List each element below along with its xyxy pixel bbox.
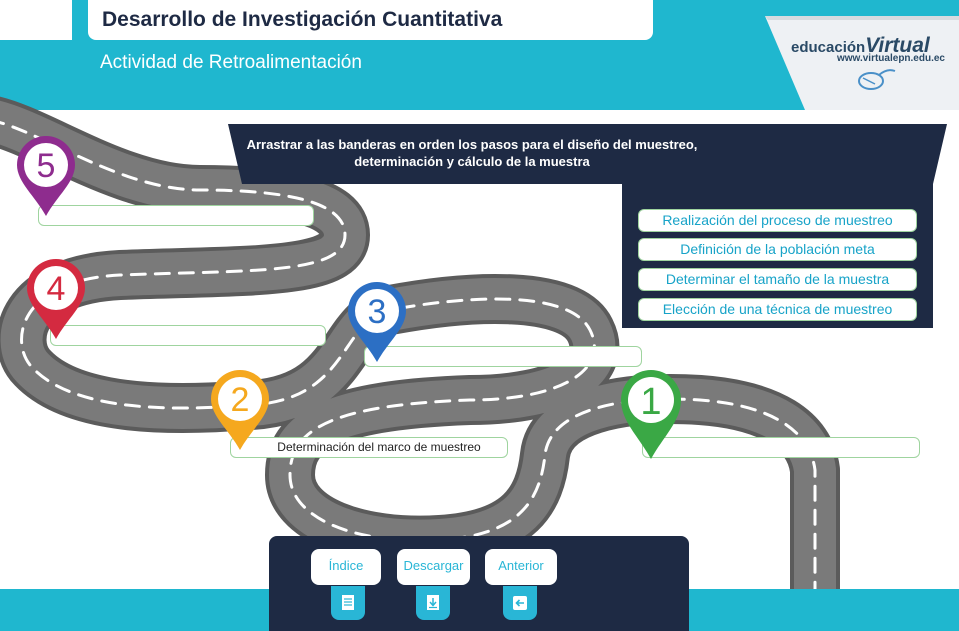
option-realizacion[interactable]: Realización del proceso de muestreo xyxy=(638,209,917,232)
logo-url: www.virtualepn.edu.ec xyxy=(837,53,945,64)
drop-slot-5[interactable] xyxy=(38,205,314,226)
page-title: Desarrollo de Investigación Cuantitativa xyxy=(102,8,503,31)
flag-pin-2: 2 xyxy=(211,370,269,450)
flag-pin-1: 1 xyxy=(621,370,681,459)
instruction-line-1: Arrastrar a las banderas en orden los pa… xyxy=(246,137,698,152)
download-icon[interactable] xyxy=(416,586,450,620)
previous-button[interactable]: Anterior xyxy=(485,549,557,585)
instruction-line-2: determinación y cálculo de la muestra xyxy=(354,154,590,169)
page-subtitle: Actividad de Retroalimentación xyxy=(100,52,362,73)
drop-slot-3[interactable] xyxy=(364,346,642,367)
document-icon[interactable] xyxy=(331,586,365,620)
flag-3-number: 3 xyxy=(368,293,387,331)
download-button[interactable]: Descargar xyxy=(397,549,470,585)
option-tamano[interactable]: Determinar el tamaño de la muestra xyxy=(638,268,917,291)
option-definicion[interactable]: Definición de la población meta xyxy=(638,238,917,261)
flag-1-number: 1 xyxy=(640,381,661,423)
instruction-text: Arrastrar a las banderas en orden los pa… xyxy=(228,136,716,170)
flag-pin-3: 3 xyxy=(348,282,406,362)
slot-2-text: Determinación del marco de muestreo xyxy=(277,440,481,454)
logo-prefix: educación xyxy=(791,39,866,56)
drop-slot-1[interactable] xyxy=(642,437,920,458)
flag-5-number: 5 xyxy=(37,147,56,185)
logo-background xyxy=(765,16,959,110)
flag-pin-4: 4 xyxy=(27,259,85,339)
logo: educaciónVirtual www.virtualepn.edu.ec xyxy=(765,16,959,110)
flag-4-number: 4 xyxy=(47,270,66,308)
logo-suffix: Virtual xyxy=(865,34,930,57)
back-arrow-icon[interactable] xyxy=(503,586,537,620)
logo-wordmark: educaciónVirtual xyxy=(791,34,930,58)
drop-slot-2[interactable]: Determinación del marco de muestreo xyxy=(230,437,508,458)
title-box xyxy=(88,0,653,40)
mouse-icon xyxy=(858,69,896,90)
option-eleccion[interactable]: Elección de una técnica de muestreo xyxy=(638,298,917,321)
flag-pin-5: 5 xyxy=(17,136,75,216)
index-button[interactable]: Índice xyxy=(311,549,381,585)
header-corner xyxy=(0,0,72,40)
drop-slot-4[interactable] xyxy=(50,325,326,346)
flag-2-number: 2 xyxy=(231,381,250,419)
